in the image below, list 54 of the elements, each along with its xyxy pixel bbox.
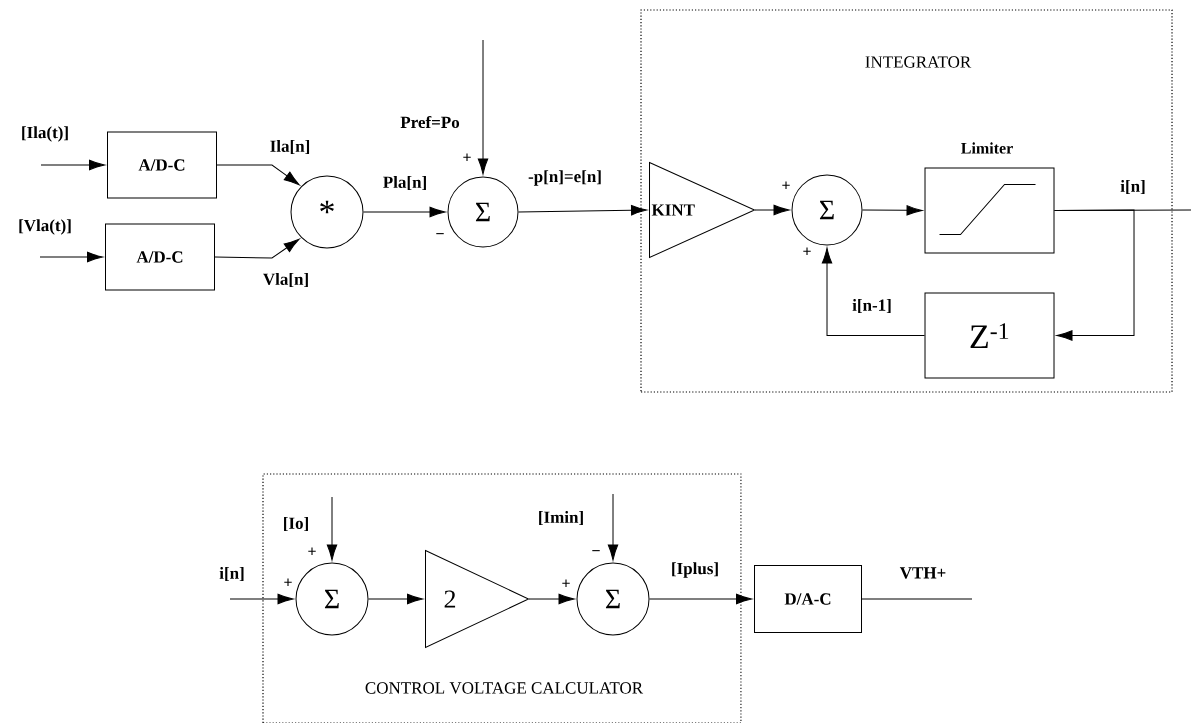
arrow xyxy=(326,496,338,561)
sign-label: + xyxy=(803,247,811,255)
arrow xyxy=(528,593,575,605)
arrow xyxy=(754,204,790,216)
edge-label: i[n] xyxy=(1119,178,1147,196)
edge-label: i[n-1] xyxy=(851,297,893,315)
converter-block: A/D-C xyxy=(105,223,215,291)
edge-label: i[n] xyxy=(218,565,246,583)
sign-label: + xyxy=(782,181,790,189)
gain-triangle: 2 xyxy=(425,550,529,648)
sign-label: − xyxy=(436,233,444,235)
arrow xyxy=(649,593,752,605)
node-label: Limiter xyxy=(961,142,1013,154)
arrow xyxy=(229,593,294,605)
edge-label: [Vla(t)] xyxy=(17,218,73,236)
sign-label: − xyxy=(592,550,600,552)
summing-junction: Σ xyxy=(576,562,650,636)
edge-label: -p[n]=e[n] xyxy=(527,169,603,187)
sign-label: + xyxy=(308,547,316,555)
arrow xyxy=(607,493,619,561)
edge-label: [Iplus] xyxy=(669,561,721,579)
summing-junction: * xyxy=(290,175,364,249)
edge-label: Ila[n] xyxy=(268,138,312,156)
converter-block: A/D-C xyxy=(107,131,217,199)
arrow xyxy=(821,247,925,336)
group-title: INTEGRATOR xyxy=(865,56,972,68)
arrow xyxy=(477,39,489,175)
arrow xyxy=(862,205,923,216)
edge-label: Vla[n] xyxy=(261,271,311,289)
gain-triangle: KINT xyxy=(649,162,755,258)
sign-label: + xyxy=(463,153,471,161)
summing-junction: Σ xyxy=(791,174,863,246)
edge-label: [Imin] xyxy=(536,509,586,527)
arrow xyxy=(216,164,300,186)
arrow xyxy=(518,205,647,216)
edge-label: [Ila(t)] xyxy=(19,125,71,143)
converter-block: D/A-C xyxy=(754,565,862,633)
arrow xyxy=(39,251,103,263)
summing-junction: Σ xyxy=(295,562,369,636)
summing-junction: Σ xyxy=(447,176,519,248)
arrow xyxy=(1054,209,1135,341)
edge-label: Pref=Po xyxy=(399,114,461,130)
edge-label: VTH+ xyxy=(898,566,948,580)
edge-label: Pla[n] xyxy=(381,174,429,192)
arrow xyxy=(214,238,300,259)
limiter-block: Limiter xyxy=(924,142,1055,254)
arrow xyxy=(40,159,105,171)
delay-block: Z$^{-1}$ xyxy=(924,292,1055,379)
sign-label: + xyxy=(562,579,570,587)
sign-label: + xyxy=(284,578,292,586)
edge-label: [Io] xyxy=(281,515,311,533)
group-title: CONTROL VOLTAGE CALCULATOR xyxy=(365,682,644,694)
arrow xyxy=(368,593,423,605)
arrow xyxy=(363,206,446,218)
